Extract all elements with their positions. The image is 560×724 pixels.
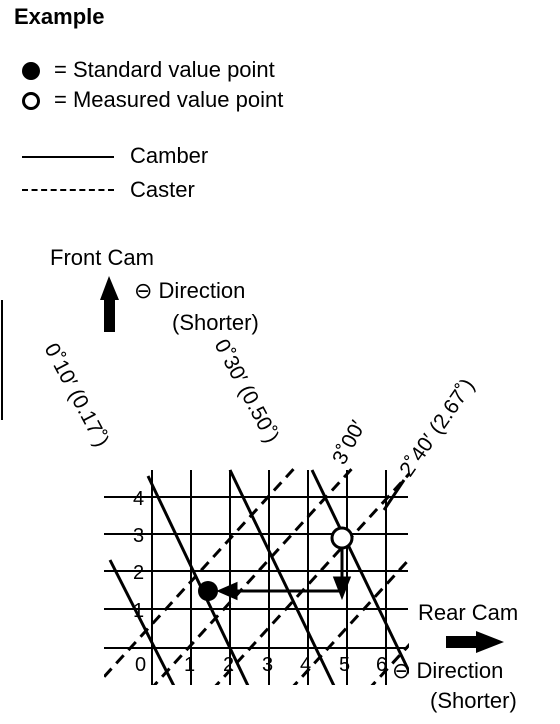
standard-point-legend-icon <box>22 62 40 80</box>
y-tick-label: 3 <box>133 525 144 547</box>
caster-line <box>370 642 409 685</box>
legend-camber-label: Camber <box>130 143 209 168</box>
measured-value-point <box>330 526 354 550</box>
caster-legend-line <box>22 189 114 191</box>
rear-cam-arrow-icon <box>446 631 504 653</box>
caster-line <box>152 465 358 685</box>
legend-caster-label: Caster <box>130 177 195 202</box>
front-cam-shorter: (Shorter) <box>172 310 259 335</box>
camber-line <box>310 469 409 675</box>
diagonal-tail <box>382 479 406 511</box>
adjustment-path <box>216 548 352 601</box>
caster-line <box>214 471 409 685</box>
caster-lines <box>104 465 409 685</box>
front-cam-direction: ⊖ Direction <box>134 278 246 303</box>
y-tick-label: 1 <box>133 600 144 622</box>
standard-value-point <box>198 581 218 601</box>
camber-line <box>146 475 250 685</box>
x-tick-label: 1 <box>184 654 195 676</box>
legend-measured-label: = Measured value point <box>54 87 284 112</box>
y-tick-label: 2 <box>133 562 144 584</box>
camber-line <box>228 469 336 685</box>
rear-cam-direction: ⊖ Direction <box>392 658 504 683</box>
x-tick-label: 3 <box>262 654 273 676</box>
diagram-title: Example <box>14 4 105 29</box>
diagonal-label-a: 0˚10′ (0.17˚) <box>40 340 114 451</box>
camber-legend-line <box>22 156 114 158</box>
front-cam-arrow-icon <box>100 276 119 332</box>
x-tick-label: 0 <box>135 654 146 676</box>
x-tick-label: 5 <box>339 654 350 676</box>
x-tick-label: 6 <box>376 654 387 676</box>
diagonal-label-c: 3˚00′ <box>328 417 370 468</box>
x-tick-label: 2 <box>223 654 234 676</box>
camber-line <box>108 559 176 685</box>
rear-cam-shorter: (Shorter) <box>430 688 517 713</box>
rear-cam-label: Rear Cam <box>418 600 519 625</box>
diagonal-label-b: 0˚30′ (0.50˚) <box>210 336 284 447</box>
caster-line <box>104 465 300 680</box>
y-tick-label: 4 <box>133 488 144 510</box>
camber-lines <box>108 469 409 685</box>
legend-standard-label: = Standard value point <box>54 57 275 82</box>
front-cam-label: Front Cam <box>50 245 154 270</box>
caster-line <box>292 557 409 685</box>
x-tick-label: 4 <box>300 654 311 676</box>
diagonal-label-d: 2˚40′ (2.67˚) <box>395 375 479 481</box>
measured-point-legend-icon <box>22 92 40 110</box>
